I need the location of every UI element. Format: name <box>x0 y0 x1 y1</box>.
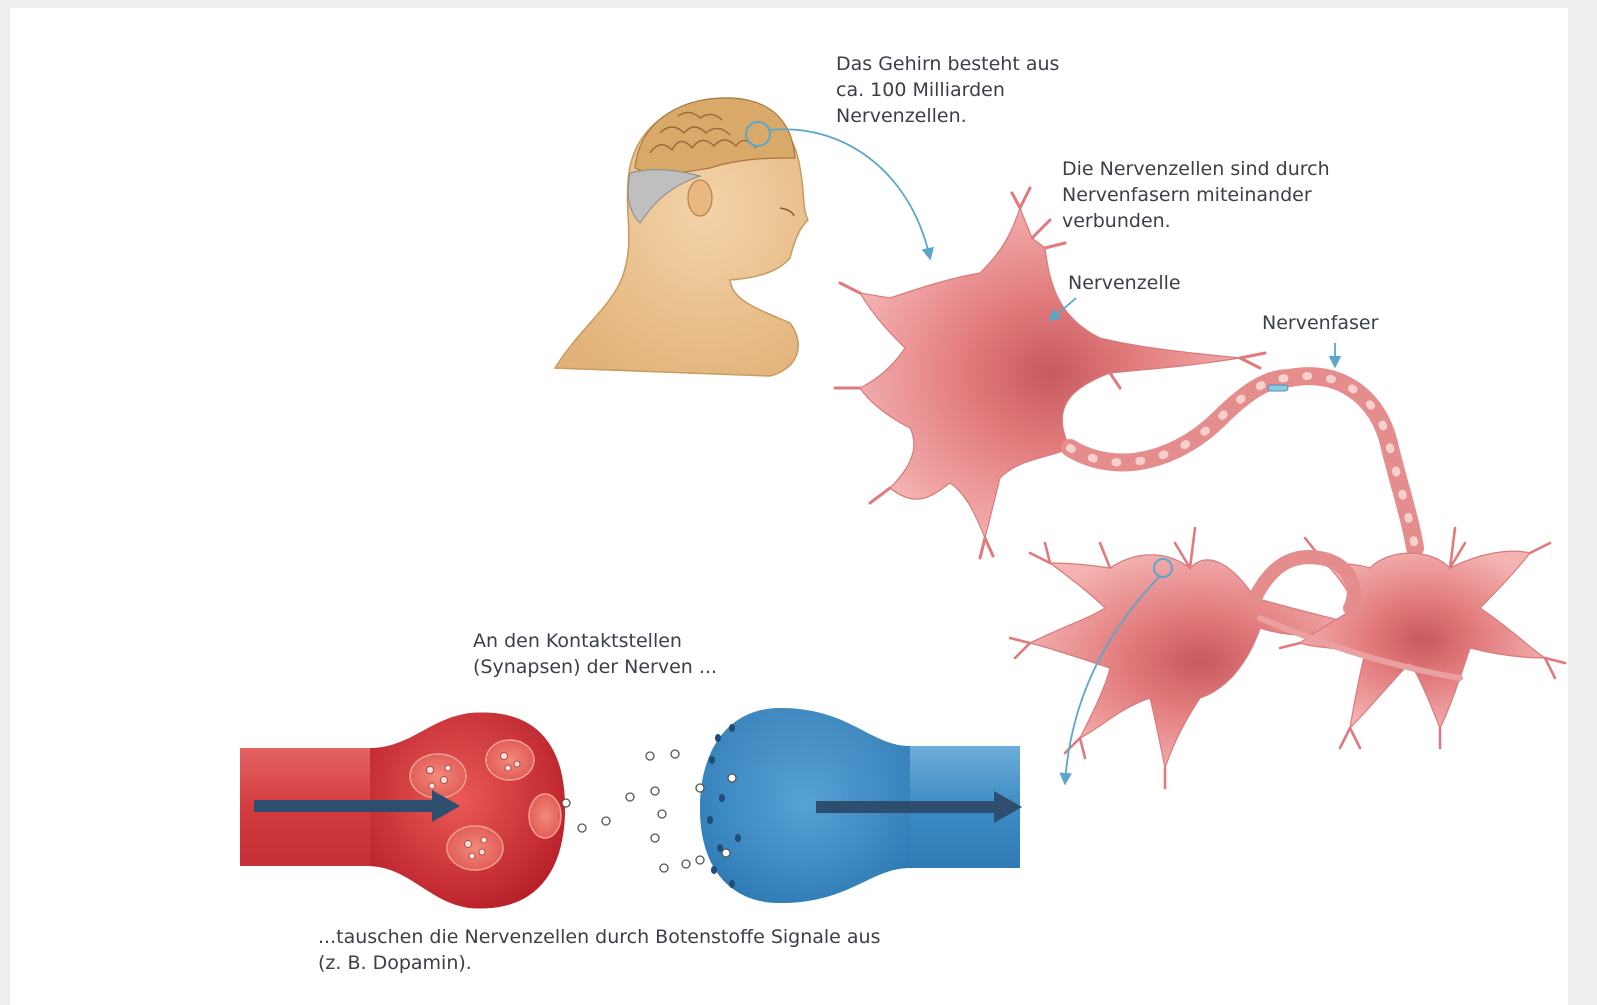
nerve-cell-label: Nervenzelle <box>1068 270 1181 296</box>
vesicle <box>410 754 466 798</box>
connection-caption: Die Nervenzellen sind durch Nervenfasern… <box>1062 156 1330 234</box>
nerve-cell-right <box>1300 551 1545 728</box>
synapse-caption: An den Kontaktstellen (Synapsen) der Ner… <box>473 628 717 680</box>
vesicle <box>529 794 561 838</box>
vesicle <box>447 826 503 870</box>
nerve-cell-body <box>860 208 1240 538</box>
head-illustration <box>555 98 930 376</box>
nervous-system-illustration <box>10 8 1568 1005</box>
exchange-caption: ...tauschen die Nervenzellen durch Boten… <box>318 924 881 976</box>
nerve-cell-left <box>1030 555 1370 768</box>
vesicle <box>486 740 534 780</box>
brain-caption: Das Gehirn besteht aus ca. 100 Milliarde… <box>836 51 1059 129</box>
large-nerve-cell <box>835 188 1415 558</box>
connected-nerve-cells <box>1010 528 1565 788</box>
page-frame: Das Gehirn besteht aus ca. 100 Milliarde… <box>10 8 1568 1005</box>
synapse-illustration <box>240 708 1022 908</box>
nerve-fiber-label: Nervenfaser <box>1262 310 1378 336</box>
